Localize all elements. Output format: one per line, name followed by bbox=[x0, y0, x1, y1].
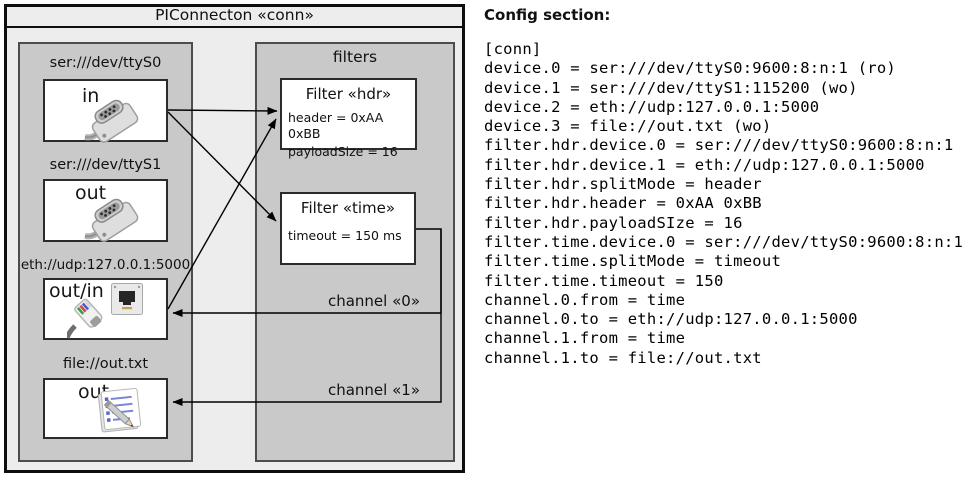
device-label-ttys0: ser:///dev/ttyS0 bbox=[49, 55, 162, 71]
serial-connector-icon bbox=[75, 93, 155, 143]
filter-box-hdr: Filter «hdr» header = 0xAA 0xBB payloadS… bbox=[280, 78, 417, 159]
port-label: out/in bbox=[49, 280, 104, 302]
config-text: [conn] device.0 = ser:///dev/ttyS0:9600:… bbox=[484, 40, 964, 367]
port-label: out bbox=[75, 182, 107, 204]
filter-attribute: timeout = 150 ms bbox=[288, 228, 402, 243]
filter-title: Filter «hdr» bbox=[305, 85, 392, 103]
ethernet-jack-icon bbox=[111, 283, 143, 315]
ethernet-connector-icon bbox=[67, 292, 115, 340]
device-box-eth: out/in bbox=[43, 278, 168, 340]
filter-title: Filter «time» bbox=[300, 199, 396, 217]
diagram-title: PIConnecton «conn» bbox=[4, 4, 465, 28]
filters-container-title: filters bbox=[332, 48, 378, 66]
port-label: in bbox=[82, 85, 100, 107]
channel-1-label: channel «1» bbox=[327, 381, 420, 399]
device-box-ttys1: out bbox=[43, 179, 168, 242]
notepad-icon bbox=[97, 388, 142, 434]
serial-connector-icon bbox=[75, 192, 155, 242]
device-label-ttys1: ser:///dev/ttyS1 bbox=[49, 157, 162, 173]
filter-attribute: header = 0xAA 0xBB bbox=[288, 110, 384, 141]
config-heading: Config section: bbox=[484, 6, 611, 24]
device-box-ttys0: in bbox=[43, 79, 168, 142]
device-label-eth: eth://udp:127.0.0.1:5000 bbox=[20, 257, 191, 273]
channel-0-label: channel «0» bbox=[327, 292, 420, 310]
filter-box-time: Filter «time» timeout = 150 ms bbox=[280, 192, 416, 265]
device-label-file: file://out.txt bbox=[62, 356, 149, 372]
filter-attribute: payloadSize = 16 bbox=[288, 144, 398, 159]
device-box-file: out bbox=[43, 378, 168, 439]
